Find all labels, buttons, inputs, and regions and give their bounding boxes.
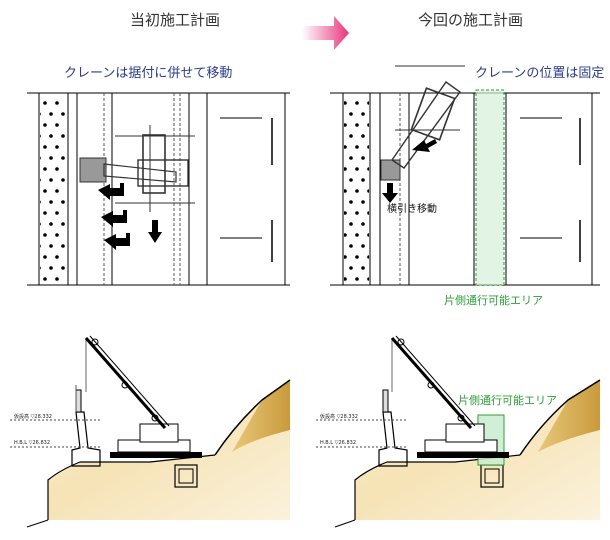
right-panel-subtitle: クレーンの位置は固定: [475, 66, 605, 81]
left-elevation-bottom: H.B.L ▽26.832: [14, 440, 50, 446]
left-elevation-top: 仮設高 ▽28.332: [14, 414, 52, 420]
move-arrow-icon: [98, 183, 162, 250]
crane-icon: [390, 335, 509, 458]
left-plan-view: [27, 92, 290, 286]
right-elevation-bottom: H.B.L ▽26.832: [320, 440, 356, 446]
right-panel-title: 今回の施工計画: [418, 11, 524, 29]
crane-icon: [380, 65, 465, 181]
traverse-label: 横引き移動: [387, 204, 437, 215]
crane-icon: [84, 335, 202, 458]
move-arrow-icon: [382, 139, 437, 203]
left-section-view: [10, 335, 291, 528]
passable-area-plan-label: 片側通行可能エリア: [444, 294, 543, 307]
left-panel-title: 当初施工計画: [130, 11, 221, 29]
right-section-view: [316, 335, 601, 528]
transition-arrow-icon: [302, 16, 349, 50]
left-panel-subtitle: クレーンは据付に併せて移動: [64, 66, 233, 81]
right-plan-view: [330, 65, 600, 286]
right-elevation-top: 仮設高 ▽28.332: [320, 414, 358, 420]
passable-area-section-label: 片側通行可能エリア: [458, 394, 557, 407]
crane-icon: [79, 125, 195, 212]
